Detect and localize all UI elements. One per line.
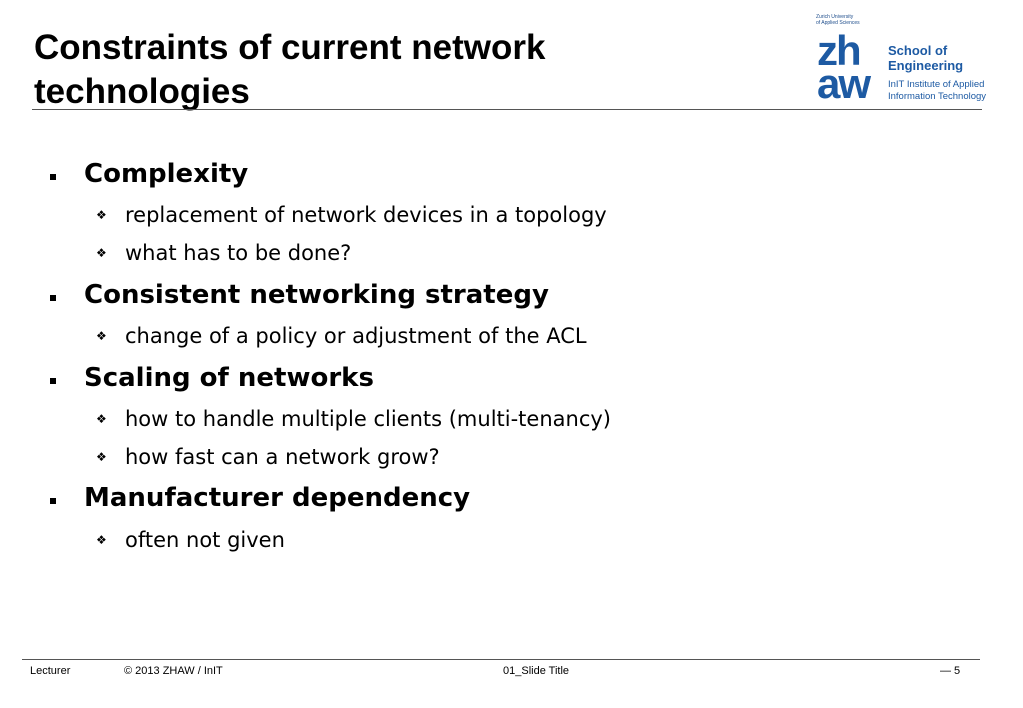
- logo-institute-line-1: InIT Institute of Applied: [888, 79, 985, 90]
- square-bullet-icon: [50, 174, 56, 180]
- square-bullet-icon: [50, 498, 56, 504]
- footer-lecturer: Lecturer: [30, 665, 71, 677]
- logo-university-text: Zurich University of Applied Sciences: [816, 14, 860, 26]
- logo-university-line-2: of Applied Sciences: [816, 20, 860, 26]
- logo-school-name: School of Engineering: [888, 43, 963, 73]
- footer-copyright: © 2013 ZHAW / InIT: [124, 665, 223, 677]
- sub-bullet-text: change of a policy or adjustment of the …: [125, 324, 587, 348]
- footer-page-dash: —: [940, 665, 951, 677]
- square-bullet-icon: [50, 295, 56, 301]
- diamond-bullet-icon: ❖: [96, 208, 107, 222]
- bullet-heading: Manufacturer dependency: [84, 483, 471, 513]
- sub-bullet-text: what has to be done?: [125, 241, 352, 265]
- sub-bullet-text: replacement of network devices in a topo…: [125, 203, 607, 227]
- sub-bullet-text: how fast can a network grow?: [125, 445, 440, 469]
- logo-university-line-1: Zurich University: [816, 14, 854, 20]
- bullet-heading: Complexity: [84, 159, 249, 189]
- logo-institute-name: InIT Institute of Applied Information Te…: [888, 79, 986, 103]
- diamond-bullet-icon: ❖: [96, 412, 107, 426]
- logo-mark-aw: aw: [817, 60, 871, 107]
- diamond-bullet-icon: ❖: [96, 329, 107, 343]
- bullet-heading: Consistent networking strategy: [84, 280, 549, 310]
- slide-title: Constraints of current network technolog…: [34, 28, 546, 111]
- logo-school-line-2: Engineering: [888, 58, 964, 73]
- diamond-bullet-icon: ❖: [96, 533, 107, 547]
- logo-school-line-1: School of: [888, 43, 948, 58]
- footer-divider: [22, 659, 980, 660]
- logo-institute-line-2: Information Technology: [888, 91, 987, 102]
- slide-content: Complexity ❖ replacement of network devi…: [50, 159, 611, 552]
- sub-bullet-text: how to handle multiple clients (multi-te…: [125, 407, 611, 431]
- title-divider: [32, 109, 982, 110]
- diamond-bullet-icon: ❖: [96, 246, 107, 260]
- logo-mark-zh: zh: [817, 27, 862, 74]
- zhaw-logo: Zurich University of Applied Sciences zh…: [816, 14, 996, 106]
- square-bullet-icon: [50, 378, 56, 384]
- bullet-heading: Scaling of networks: [84, 363, 374, 393]
- diamond-bullet-icon: ❖: [96, 450, 107, 464]
- sub-bullet-text: often not given: [125, 528, 285, 552]
- footer-page-number: 5: [954, 665, 961, 677]
- footer-slide-title: 01_Slide Title: [503, 665, 570, 677]
